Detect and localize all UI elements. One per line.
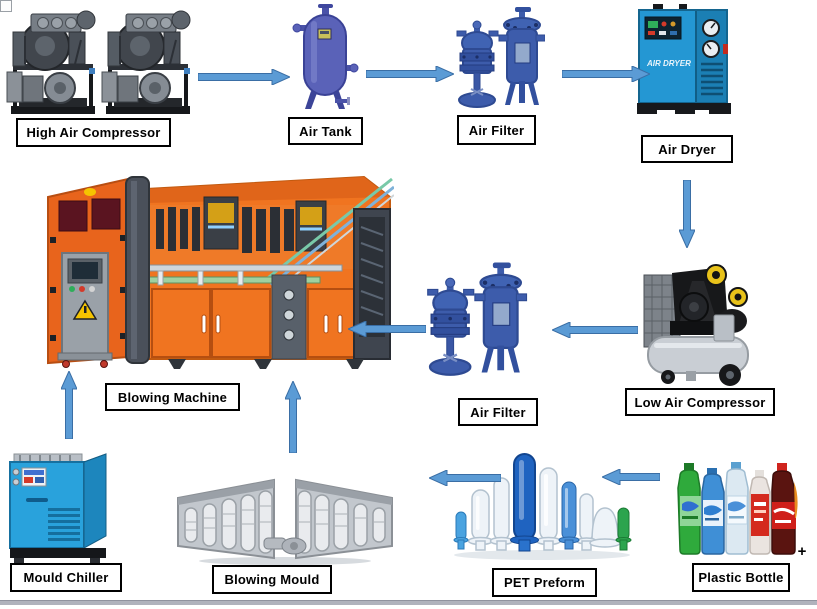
plus-sign: + — [797, 543, 807, 560]
high-air-compressor-image — [5, 6, 195, 118]
label-low-air-compressor: Low Air Compressor — [625, 388, 775, 416]
label-text: Low Air Compressor — [634, 394, 766, 410]
bottom-scrollbar — [0, 600, 817, 605]
air-filter-mid-image — [420, 258, 532, 386]
label-air-tank: Air Tank — [288, 117, 363, 145]
label-text: Air Dryer — [658, 141, 716, 157]
label-text: High Air Compressor — [26, 125, 161, 140]
label-text: Blowing Mould — [224, 572, 320, 587]
label-text: Air Filter — [468, 122, 525, 138]
label-text: Plastic Bottle — [698, 570, 784, 585]
blowing-machine-image — [28, 167, 394, 369]
mould-chiller-image — [6, 446, 114, 564]
label-air-filter-top: Air Filter — [457, 115, 536, 145]
arrow-filter-to-machine — [348, 321, 426, 337]
label-mould-chiller: Mould Chiller — [10, 563, 122, 592]
label-blowing-machine: Blowing Machine — [105, 383, 240, 411]
blowing-mould-image — [172, 474, 398, 566]
arrow-filter-to-dryer — [562, 66, 650, 82]
label-text: Mould Chiller — [23, 570, 109, 585]
air-dryer-panel-text: AIR DRYER — [646, 59, 691, 68]
label-text: PET Preform — [504, 575, 585, 590]
label-high-air-compressor: High Air Compressor — [16, 118, 171, 147]
pet-preform-image — [452, 450, 632, 562]
label-blowing-mould: Blowing Mould — [212, 565, 332, 594]
arrow-mould-to-machine — [285, 381, 301, 453]
air-dryer-image: AIR DRYER — [637, 4, 731, 116]
arrow-tank-to-filter — [366, 66, 454, 82]
label-text: Air Tank — [299, 123, 352, 139]
label-plastic-bottle: Plastic Bottle — [692, 563, 790, 592]
arrow-preform-to-mould — [429, 470, 501, 486]
label-text: Air Filter — [470, 404, 526, 420]
arrow-chiller-to-machine — [61, 371, 77, 439]
label-air-filter-mid: Air Filter — [458, 398, 538, 426]
label-pet-preform: PET Preform — [492, 568, 597, 597]
arrow-compressor-to-tank — [198, 69, 290, 85]
air-filter-top-image — [455, 3, 545, 117]
corner-artifact — [0, 0, 12, 12]
label-text: Blowing Machine — [117, 389, 228, 405]
low-air-compressor-image — [642, 257, 754, 389]
label-air-dryer: Air Dryer — [641, 135, 733, 163]
arrow-bottle-to-preform — [602, 469, 660, 485]
plastic-bottle-image — [676, 458, 798, 560]
arrow-low-compressor-to-filter — [552, 322, 638, 338]
arrow-dryer-to-low-compressor — [679, 180, 695, 248]
air-tank-image — [291, 3, 359, 113]
